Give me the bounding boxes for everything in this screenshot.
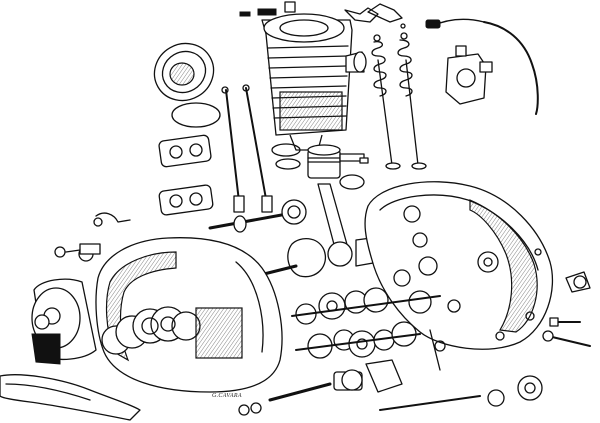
generator [31,278,97,365]
valve-springs [344,3,427,170]
right-crankcase [364,181,554,350]
gearbox-gears [291,287,441,359]
push-rods [221,84,273,213]
carburettor [425,18,539,115]
left-crankcase [95,237,283,393]
piston [271,143,369,190]
gaskets [158,134,214,216]
camshaft [208,199,307,233]
cover-plate [153,42,221,128]
bottom-parts [238,329,543,416]
head-bolts [239,1,296,17]
artist-signature: G.CAVARA [212,393,242,399]
small-parts-left [54,212,131,262]
sump-cover [0,374,141,421]
small-parts-right [542,271,591,347]
cylinder-barrel [261,13,367,151]
